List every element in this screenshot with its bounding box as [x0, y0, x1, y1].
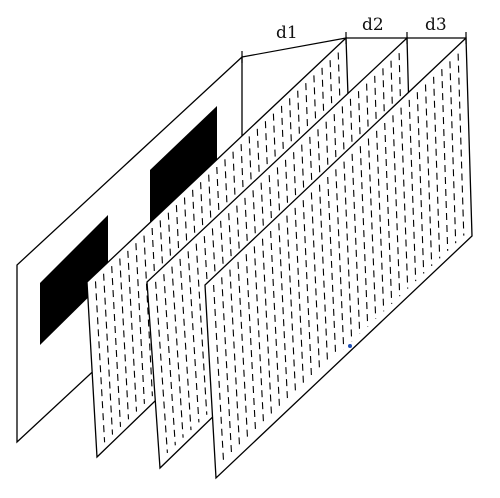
spacing-markers — [241, 32, 467, 63]
grating-1-stripe — [135, 243, 145, 404]
grating-3-stripe — [213, 284, 225, 463]
grating-2-stripe — [171, 266, 184, 438]
grating-3-stripe — [245, 254, 257, 433]
dark-rectangle-left — [40, 215, 108, 345]
grating-3-stripe — [310, 192, 321, 372]
grating-1-stripe — [94, 281, 106, 443]
grating-3-stripe — [424, 84, 433, 266]
grating-2-stripe — [155, 281, 168, 453]
grating-1-stripe — [127, 250, 138, 412]
dark-rectangle-right — [150, 106, 217, 232]
grating-3-stripe — [278, 223, 289, 403]
grating-3-stripe — [441, 69, 449, 251]
grating-3-stripe — [376, 130, 385, 312]
grating-3-outline — [204, 36, 473, 480]
grating-1-stripe — [111, 266, 122, 427]
grating-3-stripe — [449, 61, 457, 244]
grating-3-stripe — [343, 161, 353, 342]
grating-1-stripe — [103, 273, 114, 435]
grating-2-stripe — [187, 251, 200, 423]
grating-3-stripe — [408, 99, 417, 282]
grating-3-stripe — [400, 107, 409, 289]
label-d3: d3 — [425, 15, 447, 35]
label-d1: d1 — [276, 23, 298, 43]
grating-2-stripe — [179, 258, 192, 431]
grating-3-stripe — [384, 122, 393, 304]
grating-3-stripe — [327, 176, 337, 357]
grating-3-stripe — [335, 169, 345, 350]
label-d2: d2 — [362, 15, 384, 35]
grating-3-stripe — [457, 53, 465, 236]
grating-2-stripe — [163, 274, 176, 446]
grating-3-stripe — [221, 277, 233, 456]
grating-1-stripe — [119, 258, 130, 420]
grating-3-stripe — [229, 269, 241, 448]
grating-3-stripe — [367, 138, 377, 319]
grating-2-stripe — [195, 243, 208, 415]
spacing-line-d1 — [241, 37, 347, 58]
grating-3-stripe — [433, 76, 441, 259]
grating-3-stripe — [261, 238, 273, 418]
grating-3-stripe — [318, 184, 329, 365]
grating-1-stripe — [143, 235, 153, 397]
grating-3-stripe — [392, 115, 401, 297]
grating-3-stripe — [286, 215, 297, 395]
grating-3-stripe — [359, 146, 369, 327]
grating-3-stripe — [237, 261, 249, 441]
marker-dot — [348, 344, 352, 348]
grating-3 — [204, 36, 473, 480]
grating-3-stripe — [416, 92, 425, 274]
grating-3-stripe — [253, 246, 265, 425]
grating-3-stripe — [302, 200, 313, 380]
grating-3-stripe — [351, 153, 361, 335]
grating-3-stripe — [270, 230, 281, 410]
grating-3-stripe — [294, 207, 305, 388]
